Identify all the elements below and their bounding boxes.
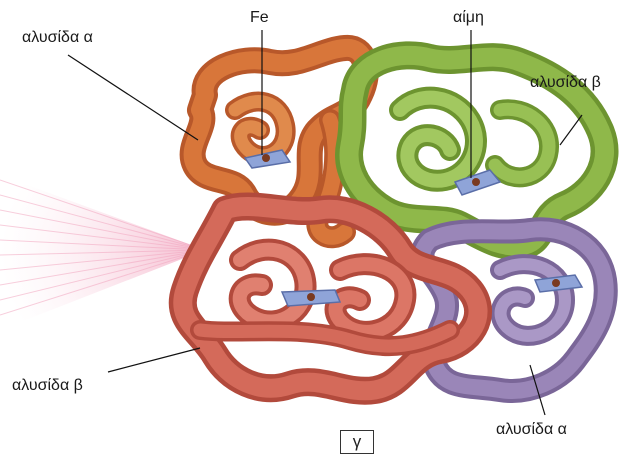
- leader-beta-bottom-left: [108, 348, 200, 372]
- label-beta-chain-top-right: αλυσίδα β: [530, 75, 601, 91]
- label-alpha-chain-top-left: αλυσίδα α: [22, 30, 93, 46]
- label-alpha-chain-bottom-right: αλυσίδα α: [496, 422, 567, 438]
- panel-letter: γ: [340, 430, 374, 454]
- label-fe: Fe: [250, 10, 269, 26]
- leader-beta-top-right: [560, 115, 582, 145]
- label-heme: αίμη: [453, 10, 484, 26]
- label-beta-chain-bottom-left: αλυσίδα β: [12, 378, 83, 394]
- leader-alpha-top-left: [68, 55, 198, 140]
